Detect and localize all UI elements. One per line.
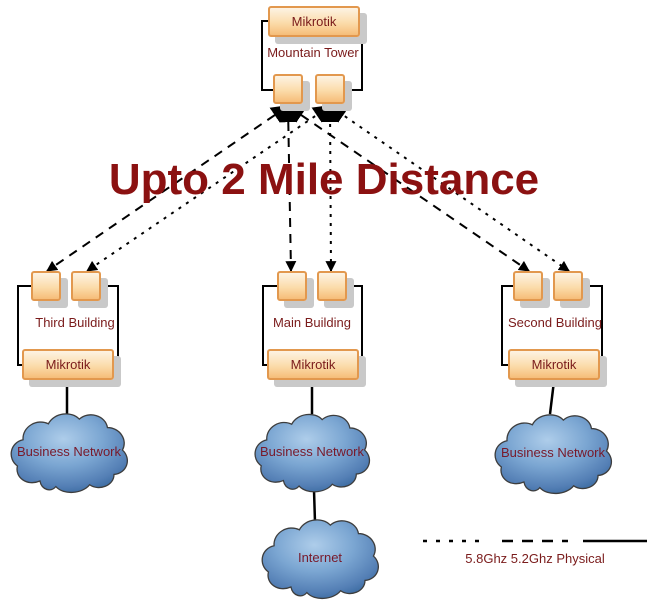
main-building-name: Main Building	[272, 315, 352, 330]
cloud-icon	[261, 519, 380, 600]
physical-link-cloud-internet	[312, 489, 317, 523]
second-building-bracket-right	[582, 285, 603, 366]
second-building-name: Second Building	[508, 315, 602, 330]
third-building-antenna-right	[71, 271, 101, 301]
third-building-mikrotik-label: Mikrotik	[45, 357, 91, 372]
third-network-label: Business Network	[16, 443, 122, 459]
main-business-network-cloud: Business Network	[252, 404, 372, 498]
diagram-title: Upto 2 Mile Distance	[108, 155, 540, 204]
tower-antenna-left	[273, 74, 303, 104]
cloud-icon	[10, 413, 129, 494]
third-building-bracket-left	[17, 285, 32, 366]
second-building-bracket-left	[501, 285, 514, 366]
main-building-bracket-left	[262, 285, 278, 366]
second-building-mikrotik-label: Mikrotik	[531, 357, 577, 372]
cloud-icon	[254, 413, 371, 493]
second-business-network-cloud: Business Network	[492, 406, 614, 498]
main-building-bracket-right	[346, 285, 363, 366]
tower-bracket-right	[348, 20, 363, 91]
physical-link-second-cloud	[548, 380, 556, 415]
second-building-antenna-left	[513, 271, 543, 301]
third-building-name: Third Building	[35, 315, 115, 330]
main-network-label: Business Network	[259, 443, 365, 459]
main-building-mikrotik-box: Mikrotik	[267, 349, 359, 380]
link-5-8ghz-third-building	[86, 104, 332, 272]
second-building-antenna-right	[553, 271, 583, 301]
tower-bracket-left	[261, 20, 273, 91]
main-building-antenna-right	[317, 271, 347, 301]
internet-cloud: Internet	[258, 512, 382, 602]
link-5-8ghz-second-building	[328, 104, 570, 272]
tower-name-label: Mountain Tower	[267, 45, 359, 60]
third-building-bracket-right	[100, 285, 119, 366]
legend-caption: 5.8Ghz 5.2Ghz Physical	[465, 551, 605, 566]
third-building-antenna-left	[31, 271, 61, 301]
internet-label: Internet	[297, 549, 343, 565]
main-building-mikrotik-label: Mikrotik	[290, 357, 336, 372]
second-building-mikrotik-box: Mikrotik	[508, 349, 600, 380]
third-business-network-cloud: Business Network	[6, 406, 132, 496]
tower-mikrotik-box: Mikrotik	[268, 6, 360, 37]
cloud-icon	[494, 414, 613, 495]
tower-antenna-right	[315, 74, 345, 104]
third-building-mikrotik-box: Mikrotik	[22, 349, 114, 380]
tower-mikrotik-label: Mikrotik	[291, 14, 337, 29]
second-network-label: Business Network	[500, 444, 606, 460]
main-building-antenna-left	[277, 271, 307, 301]
